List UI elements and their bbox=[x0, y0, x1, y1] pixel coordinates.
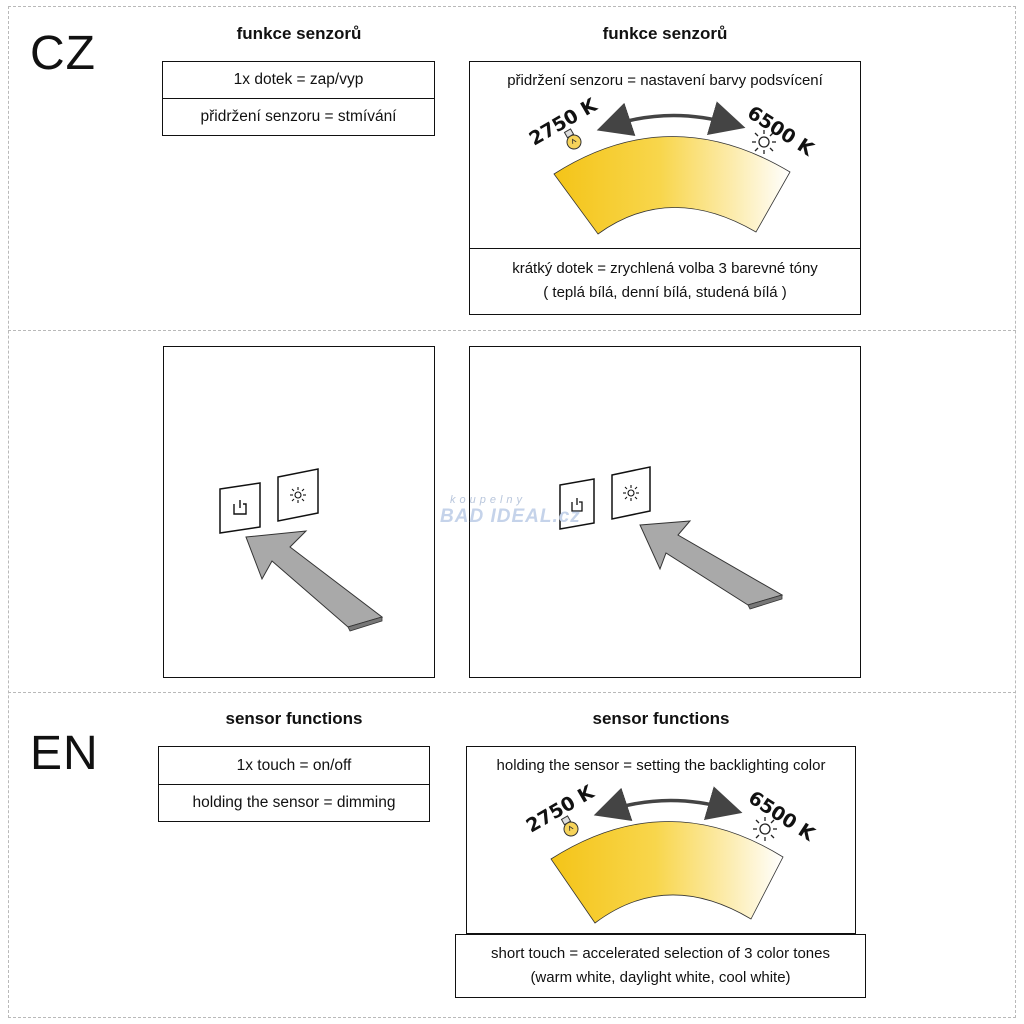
language-label-en: EN bbox=[30, 727, 99, 780]
en-right-heading: sensor functions bbox=[592, 709, 730, 728]
cz-temperature-diagram: 2750 K 6500 K bbox=[526, 94, 819, 235]
sun-icon bbox=[753, 817, 777, 841]
cool-temperature-label: 6500 K bbox=[744, 787, 819, 847]
en-short-touch-text: short touch = accelerated selection of 3… bbox=[491, 945, 830, 962]
en-basic-functions-table: 1x touch = on/off holding the sensor = d… bbox=[158, 746, 430, 822]
en-temperature-diagram: 2750 K 6500 K bbox=[523, 781, 820, 924]
brightness-sensor-panel bbox=[277, 468, 319, 522]
en-hold-row: holding the sensor = dimming bbox=[192, 794, 396, 811]
cool-temperature-label: 6500 K bbox=[743, 102, 818, 162]
en-short-touch-box: short touch = accelerated selection of 3… bbox=[455, 934, 866, 998]
light-bulb-icon bbox=[563, 128, 582, 150]
power-sensor-panel bbox=[559, 478, 595, 530]
sensor-illustration-right bbox=[469, 346, 861, 678]
sensor-illustration-left bbox=[163, 346, 435, 678]
power-icon bbox=[571, 498, 583, 512]
cz-basic-functions-table: 1x dotek = zap/vyp přidržení senzoru = s… bbox=[162, 61, 435, 136]
watermark-small-text: koupelny bbox=[450, 494, 527, 506]
power-sensor-panel bbox=[219, 482, 261, 534]
en-tones-text: (warm white, daylight white, cool white) bbox=[530, 969, 791, 986]
cz-color-temperature-panel: přidržení senzoru = nastavení barvy pods… bbox=[469, 61, 861, 315]
cz-touch-row: 1x dotek = zap/vyp bbox=[233, 71, 364, 88]
sensor-press-diagram bbox=[559, 466, 784, 610]
cz-hold-row: přidržení senzoru = stmívání bbox=[200, 108, 397, 125]
warm-temperature-label: 2750 K bbox=[523, 781, 599, 838]
color-temperature-band bbox=[553, 136, 791, 235]
en-hold-color-text: holding the sensor = setting the backlig… bbox=[496, 757, 826, 774]
sun-icon bbox=[752, 130, 776, 154]
sun-icon bbox=[290, 487, 306, 503]
en-color-temperature-panel: holding the sensor = setting the backlig… bbox=[466, 746, 856, 934]
panel-divider bbox=[470, 248, 860, 249]
watermark-logo: koupelny BAD IDEAL.cz bbox=[436, 494, 586, 534]
outer-dashed-frame bbox=[8, 6, 1016, 1018]
section-divider-bottom bbox=[8, 692, 1016, 693]
light-bulb-icon bbox=[560, 815, 579, 837]
en-touch-row: 1x touch = on/off bbox=[236, 756, 352, 774]
section-divider-top bbox=[8, 330, 1016, 331]
color-temperature-band bbox=[550, 821, 784, 924]
cz-right-heading: funkce senzorů bbox=[602, 24, 728, 43]
power-icon bbox=[233, 500, 247, 515]
temperature-range-arrow bbox=[593, 786, 743, 821]
sensor-press-diagram bbox=[219, 468, 384, 632]
cz-hold-color-text: přidržení senzoru = nastavení barvy pods… bbox=[507, 72, 823, 89]
brightness-sensor-panel bbox=[611, 466, 651, 520]
cz-left-heading: funkce senzorů bbox=[236, 24, 362, 43]
cz-short-touch-text: krátký dotek = zrychlená volba 3 barevné… bbox=[512, 260, 818, 277]
table-divider bbox=[159, 784, 429, 785]
temperature-range-arrow bbox=[596, 101, 746, 136]
sun-icon bbox=[623, 485, 639, 501]
en-left-heading: sensor functions bbox=[225, 709, 363, 728]
arrow-icon bbox=[639, 520, 784, 610]
arrow-icon bbox=[245, 530, 384, 632]
cz-tones-text: ( teplá bílá, denní bílá, studená bílá ) bbox=[543, 284, 787, 301]
table-divider bbox=[163, 98, 434, 99]
watermark-brand-text: BAD IDEAL.cz bbox=[440, 506, 581, 527]
language-label-cz: CZ bbox=[30, 27, 96, 80]
warm-temperature-label: 2750 K bbox=[526, 94, 602, 151]
